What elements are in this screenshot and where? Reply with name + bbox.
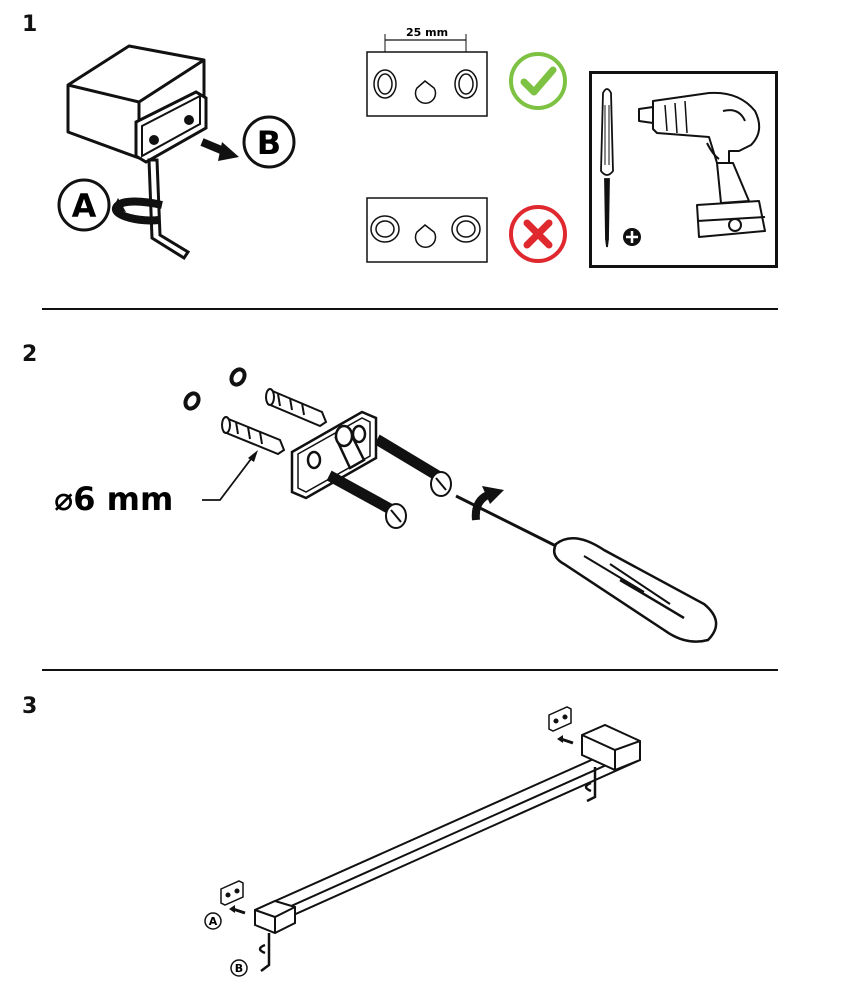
tools-box [589,71,778,268]
pull-arrow [200,138,239,161]
spacing-label: 25 mm [406,26,448,39]
washers [183,367,247,411]
hole-spacing-correct: 25 mm [366,26,488,117]
step3-towel-bar-illustration: A B [204,706,641,977]
wall-plate [290,410,378,500]
plus-icon [623,228,641,246]
rotate-arrow [112,197,163,225]
right-end-cap [581,723,641,772]
label-a-circle: A [204,912,222,930]
label-b-circle: B [242,115,296,169]
label-b: B [257,124,281,162]
label-b: B [235,962,243,975]
divider-1 [42,308,778,310]
hole-spacing-wrong [366,197,488,263]
label-a: A [72,187,97,225]
left-wall-plate [220,880,244,906]
drill-size-pointer [202,454,255,501]
towel-bar [254,743,641,927]
step1-bracket-illustration: A B [57,44,296,261]
step2-mounting-illustration: ⌀6 mm [54,367,718,643]
screws [326,434,452,529]
check-icon [509,52,567,110]
right-wall-plate [548,706,572,732]
left-allen-key [258,933,271,972]
wall-plugs [221,388,328,456]
cross-icon [509,205,567,263]
screwdriver-tool [455,494,718,643]
divider-2 [42,669,778,671]
label-a-circle: A [57,178,111,232]
drill-size-label: ⌀6 mm [54,480,173,518]
label-a: A [209,915,218,928]
right-allen-key [584,767,597,803]
screwdriver-icon [600,88,614,248]
step-number-1: 1 [22,12,38,37]
drill-icon [638,91,766,238]
mounting-plate [134,90,208,164]
left-end-cap [254,899,296,935]
step-number-3: 3 [22,694,38,719]
label-b-circle: B [230,959,248,977]
allen-key [147,158,191,261]
step-number-2: 2 [22,342,38,367]
rotate-arrow [471,486,504,521]
